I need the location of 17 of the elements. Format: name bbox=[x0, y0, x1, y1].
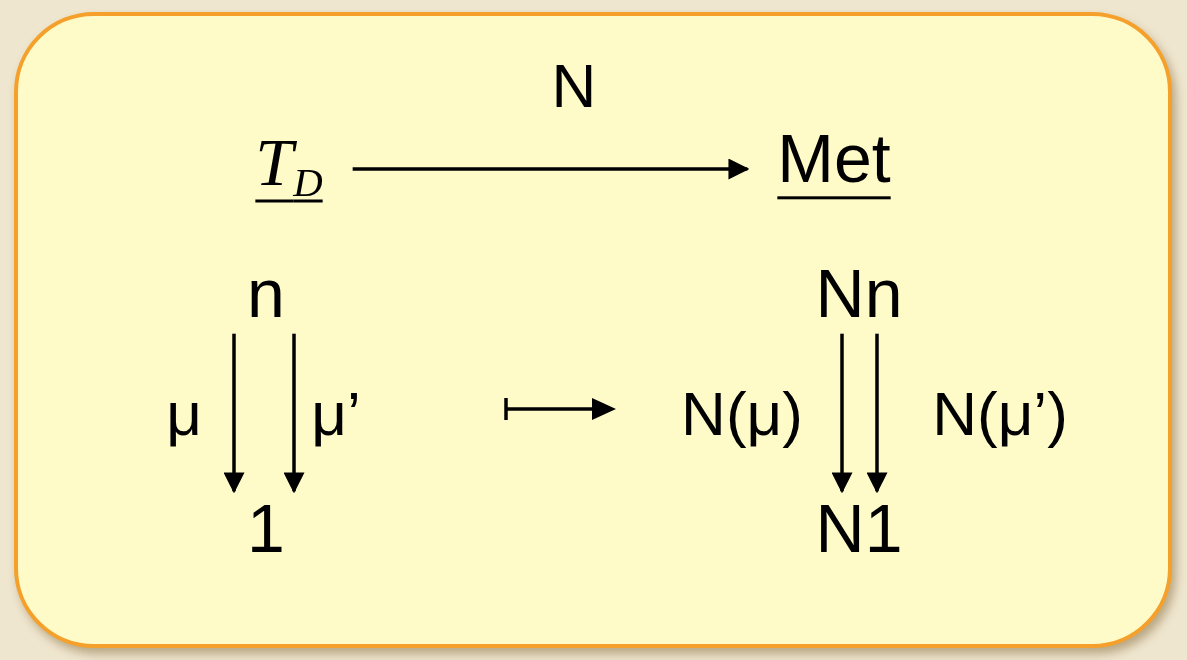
edge-label: μ’ bbox=[311, 381, 361, 447]
edge-label: μ bbox=[166, 381, 202, 447]
category-heading: Met bbox=[777, 123, 891, 195]
object-label: n bbox=[247, 258, 285, 330]
category-heading: T$_{D}$ bbox=[255, 127, 323, 205]
edge-label: N(μ’) bbox=[932, 381, 1068, 447]
edge-label: N bbox=[551, 53, 597, 119]
arrow bbox=[866, 333, 888, 494]
rounded-panel bbox=[14, 12, 1172, 648]
arrow bbox=[223, 333, 245, 494]
arrow bbox=[352, 158, 750, 180]
arrow bbox=[283, 333, 305, 494]
object-label: N1 bbox=[815, 493, 903, 565]
object-label: Nn bbox=[815, 258, 903, 330]
object-label: 1 bbox=[247, 493, 285, 565]
arrow bbox=[831, 333, 853, 494]
edge-label: N(μ) bbox=[681, 381, 803, 447]
